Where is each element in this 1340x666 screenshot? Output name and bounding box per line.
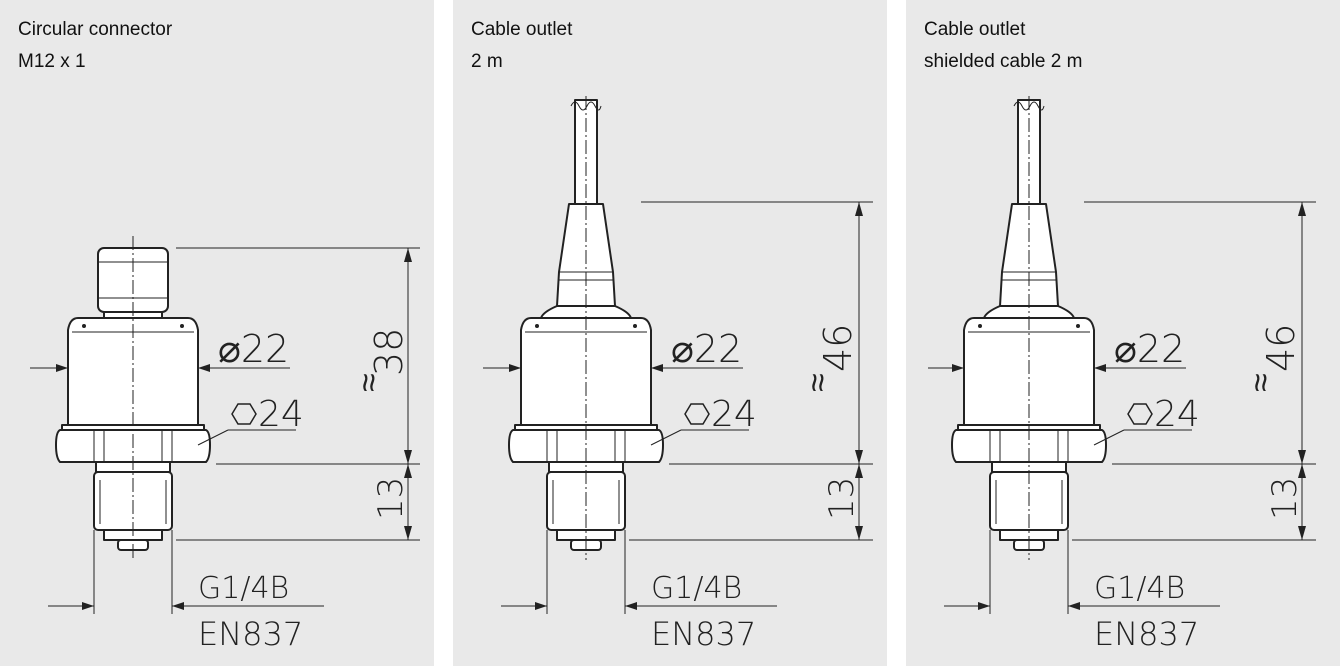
thread-label: G1/4B [1094, 571, 1185, 606]
diameter-dimension: ⌀22 [30, 327, 290, 372]
diameter-label: ⌀22 [218, 327, 289, 371]
height-bottom-label: 13 [822, 477, 862, 520]
height-top-label: 46 [1259, 324, 1303, 372]
thread-label: G1/4B [198, 571, 289, 606]
diameter-dimension: ⌀22 [928, 327, 1186, 372]
height-top-label: 38 [367, 328, 411, 376]
dimension-drawing: ⌀22 24 38 ≈ 13 [30, 236, 420, 653]
hex-label: 24 [258, 394, 304, 435]
panel-cable-outlet-shielded: Cable outlet shielded cable 2 m [906, 0, 1340, 666]
hex-label: 24 [711, 394, 757, 435]
title-line-2: shielded cable 2 m [924, 51, 1083, 72]
hex-dimension: 24 [197, 394, 304, 446]
thread-dimension: G1/4B EN837 [48, 530, 324, 653]
thread-label: G1/4B [651, 571, 742, 606]
height-dimension: 46 ≈ 13 [629, 201, 873, 541]
standard-label: EN837 [198, 615, 303, 653]
panel-cable-outlet: Cable outlet 2 m [453, 0, 887, 666]
height-bottom-label: 13 [371, 477, 411, 520]
hex-label: 24 [1154, 394, 1200, 435]
thread-dimension: G1/4B EN837 [944, 530, 1220, 653]
panel-title: Cable outlet 2 m [471, 14, 572, 78]
approx-symbol: ≈ [349, 373, 389, 392]
title-line-2: M12 x 1 [18, 51, 86, 72]
hex-dimension: 24 [650, 394, 757, 446]
panel-circular-connector: Circular connector M12 x 1 [0, 0, 434, 666]
diameter-dimension: ⌀22 [483, 327, 743, 372]
title-line-1: Cable outlet [924, 19, 1026, 40]
height-dimension: 46 ≈ 13 [1072, 201, 1316, 541]
thread-dimension: G1/4B EN837 [501, 530, 777, 653]
standard-label: EN837 [1094, 615, 1199, 653]
standard-label: EN837 [651, 615, 756, 653]
hex-dimension: 24 [1093, 394, 1200, 446]
height-top-label: 46 [816, 324, 860, 372]
title-line-1: Cable outlet [471, 19, 573, 40]
title-line-2: 2 m [471, 51, 503, 72]
dimension-drawing: ⌀22 24 46 ≈ 13 [928, 96, 1316, 653]
diameter-label: ⌀22 [671, 327, 742, 371]
diameter-label: ⌀22 [1114, 327, 1185, 371]
approx-symbol: ≈ [798, 373, 838, 392]
approx-symbol: ≈ [1241, 373, 1281, 392]
title-line-1: Circular connector [18, 19, 173, 40]
height-bottom-label: 13 [1265, 477, 1305, 520]
panel-title: Cable outlet shielded cable 2 m [924, 14, 1082, 78]
dimension-drawing: ⌀22 24 46 ≈ 13 [483, 96, 873, 653]
panel-title: Circular connector M12 x 1 [18, 14, 172, 78]
height-dimension: 38 ≈ 13 [176, 247, 420, 541]
